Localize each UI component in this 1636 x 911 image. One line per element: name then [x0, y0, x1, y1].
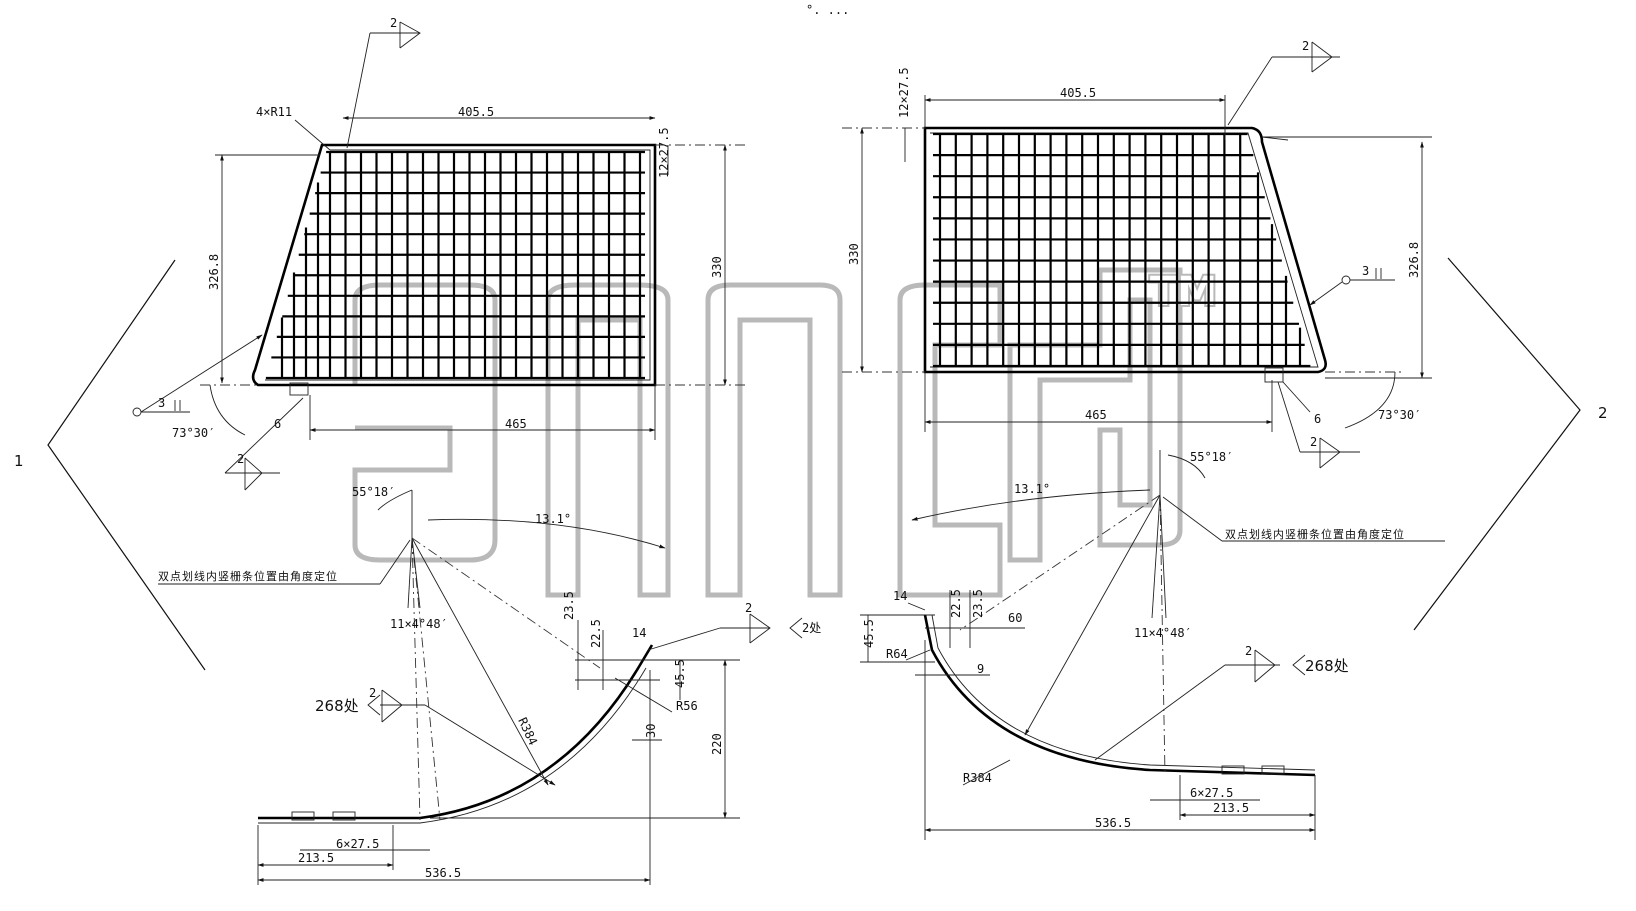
right-grid — [933, 132, 1311, 368]
right-dim-60: 60 — [1008, 611, 1022, 625]
right-dim-width-bottom: 465 — [1085, 408, 1107, 422]
left-dim-width-top: 405.5 — [458, 105, 494, 119]
right-angle: 73°30′ — [1378, 408, 1421, 422]
view-1-label: 1 — [14, 452, 24, 470]
right-dim-213-5: 213.5 — [1213, 801, 1249, 815]
right-front-view: 405.5 12×27.5 330 326.8 465 73°30′ 6 3 — [842, 39, 1432, 469]
left-dim-536-5: 536.5 — [425, 866, 461, 880]
left-dim-22-5: 22.5 — [589, 619, 603, 648]
right-weld-top-size: 2 — [1302, 39, 1309, 53]
left-front-view: 405.5 4×R11 12×27.5 330 326.8 465 73°30′… — [132, 16, 745, 491]
right-bar-angle: 11×4°48′ — [1134, 626, 1192, 640]
right-dim-22-5: 22.5 — [949, 589, 963, 618]
right-dim-45-5: 45.5 — [862, 619, 876, 648]
right-dim-height-slant: 326.8 — [1407, 242, 1421, 278]
left-weld-count: 268处 — [315, 697, 359, 715]
view-1-chevron: 1 — [14, 259, 206, 671]
left-corner-radius: 4×R11 — [256, 105, 292, 119]
right-note: 双点划线内竖栅条位置由角度定位 — [1225, 527, 1405, 541]
right-dim-6x27-5: 6×27.5 — [1190, 786, 1233, 800]
left-side-view: 13.1° 55°18′ 11×4°48′ R384 双点划线内竖栅条位置由角度… — [158, 485, 821, 885]
left-grid — [265, 150, 645, 380]
left-angle: 73°30′ — [172, 426, 215, 440]
left-gap: 6 — [274, 417, 281, 431]
view-2-label: 2 — [1598, 404, 1608, 422]
left-hole-spacing: 12×27.5 — [657, 127, 671, 178]
left-dim-6x27-5: 6×27.5 — [336, 837, 379, 851]
left-dim-213-5: 213.5 — [298, 851, 334, 865]
left-dim-14: 14 — [632, 626, 646, 640]
left-weld-at-size: 2 — [745, 601, 752, 615]
right-weld-bottom-size: 2 — [1310, 435, 1317, 449]
left-dim-width-bottom: 465 — [505, 417, 527, 431]
left-radius-small: R56 — [676, 699, 698, 713]
right-dim-536-5: 536.5 — [1095, 816, 1131, 830]
left-dim-220: 220 — [710, 733, 724, 755]
left-radius-big: R384 — [515, 715, 540, 747]
view-2-chevron: 2 — [1413, 257, 1608, 631]
right-side-view: 13.1° 55°18′ 11×4°48′ R384 双点划线内竖栅条位置由角度… — [860, 450, 1445, 840]
right-dim-width-top: 405.5 — [1060, 86, 1096, 100]
left-weld-size-3: 3 — [158, 396, 165, 410]
right-gap: 6 — [1314, 412, 1321, 426]
left-dim-height-total: 330 — [710, 256, 724, 278]
left-dim-23-5: 23.5 — [562, 591, 576, 620]
left-dim-30: 30 — [644, 724, 658, 738]
left-weld-top-size: 2 — [390, 16, 397, 30]
left-note: 双点划线内竖栅条位置由角度定位 — [158, 569, 338, 583]
right-dim-23-5: 23.5 — [971, 589, 985, 618]
right-dim-14: 14 — [893, 589, 907, 603]
right-dim-height-total: 330 — [847, 243, 861, 265]
right-weld-count-size: 2 — [1245, 644, 1252, 658]
left-top-angle: 55°18′ — [352, 485, 395, 499]
left-weld-at: 2处 — [802, 621, 821, 635]
right-arc-angle: 13.1° — [1014, 482, 1050, 496]
left-dim-height-slant: 326.8 — [207, 254, 221, 290]
left-weld-bottom-size: 2 — [237, 452, 244, 466]
left-bar-angle: 11×4°48′ — [390, 617, 448, 631]
top-mark: °. ... — [806, 3, 849, 17]
right-dim-9: 9 — [977, 662, 984, 676]
watermark-tm: TM — [1150, 269, 1217, 315]
watermark-logo: TM — [352, 267, 1219, 598]
right-top-angle: 55°18′ — [1190, 450, 1233, 464]
left-weld-count-size: 2 — [369, 686, 376, 700]
right-weld-size-3: 3 — [1362, 264, 1369, 278]
right-hole-spacing: 12×27.5 — [897, 67, 911, 118]
left-arc-angle: 13.1° — [535, 512, 571, 526]
right-weld-count: 268处 — [1305, 657, 1349, 675]
right-radius-small: R64 — [886, 647, 908, 661]
